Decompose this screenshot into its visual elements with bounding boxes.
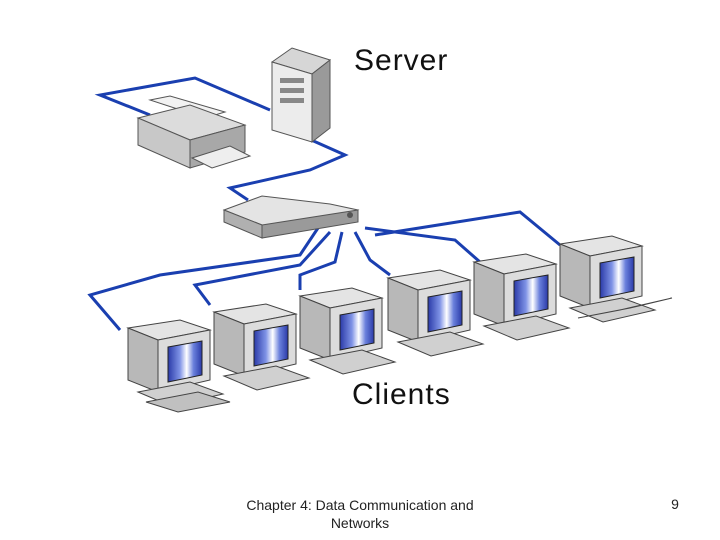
clients-label: Clients	[352, 378, 451, 411]
client-computer-icon	[472, 253, 571, 341]
cable-client-4	[353, 231, 391, 277]
network-cables	[87, 76, 561, 331]
client-computer-icon	[558, 235, 673, 323]
page-number: 9	[671, 496, 679, 512]
slide-footer: Chapter 4: Data Communication and Networ…	[246, 497, 474, 531]
printer-icon	[136, 95, 252, 169]
cable-client-1	[87, 227, 320, 331]
cable-server	[226, 133, 349, 202]
client-computer-icon	[386, 269, 485, 357]
cable-printer	[94, 76, 271, 117]
client-computer-icon	[126, 319, 231, 413]
hub-icon	[222, 195, 360, 239]
cable-client-6	[374, 210, 561, 247]
cable-client-2	[192, 230, 332, 306]
server-label: Server	[354, 44, 449, 77]
client-computer-icon	[298, 287, 397, 375]
client-computer-icon	[212, 303, 311, 391]
server-icon	[270, 47, 332, 144]
cable-client-3	[298, 231, 344, 290]
